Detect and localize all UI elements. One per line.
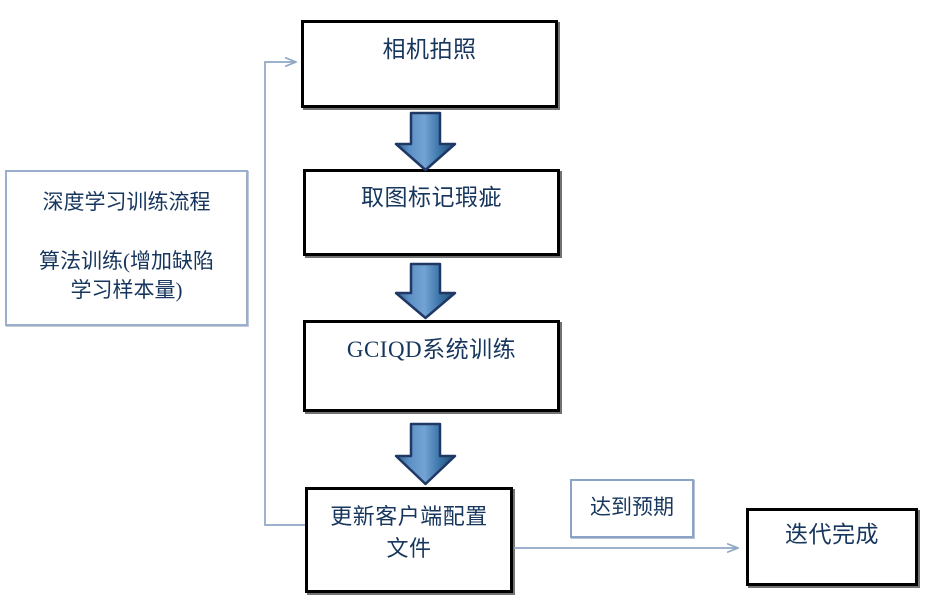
node-update-client-config-label: 更新客户端配置 文件 (330, 504, 488, 561)
info-panel-training-process: 深度学习训练流程 算法训练(增加缺陷 学习样本量) (5, 170, 248, 326)
node-mark-defects[interactable]: 取图标记瑕疵 (303, 169, 560, 256)
node-update-client-config[interactable]: 更新客户端配置 文件 (305, 487, 513, 593)
node-expectation-met[interactable]: 达到预期 (570, 479, 694, 538)
node-gciqd-training[interactable]: GCIQD系统训练 (303, 320, 560, 412)
block-arrow-train-to-update (394, 422, 457, 486)
node-camera-label: 相机拍照 (382, 37, 477, 62)
node-gciqd-training-label: GCIQD系统训练 (346, 337, 517, 362)
block-arrow-camera-to-mark (394, 111, 457, 172)
info-panel-detail: 算法训练(增加缺陷 学习样本量) (39, 249, 214, 302)
info-panel-title: 深度学习训练流程 (42, 190, 211, 214)
block-arrow-mark-to-train (394, 262, 457, 320)
connector-feedback-update-to-camera (264, 62, 305, 526)
node-mark-defects-label: 取图标记瑕疵 (361, 185, 502, 210)
node-expectation-met-label: 达到预期 (590, 495, 674, 519)
node-iteration-complete-label: 迭代完成 (785, 522, 879, 547)
node-iteration-complete[interactable]: 迭代完成 (746, 508, 918, 586)
node-camera[interactable]: 相机拍照 (301, 20, 558, 108)
